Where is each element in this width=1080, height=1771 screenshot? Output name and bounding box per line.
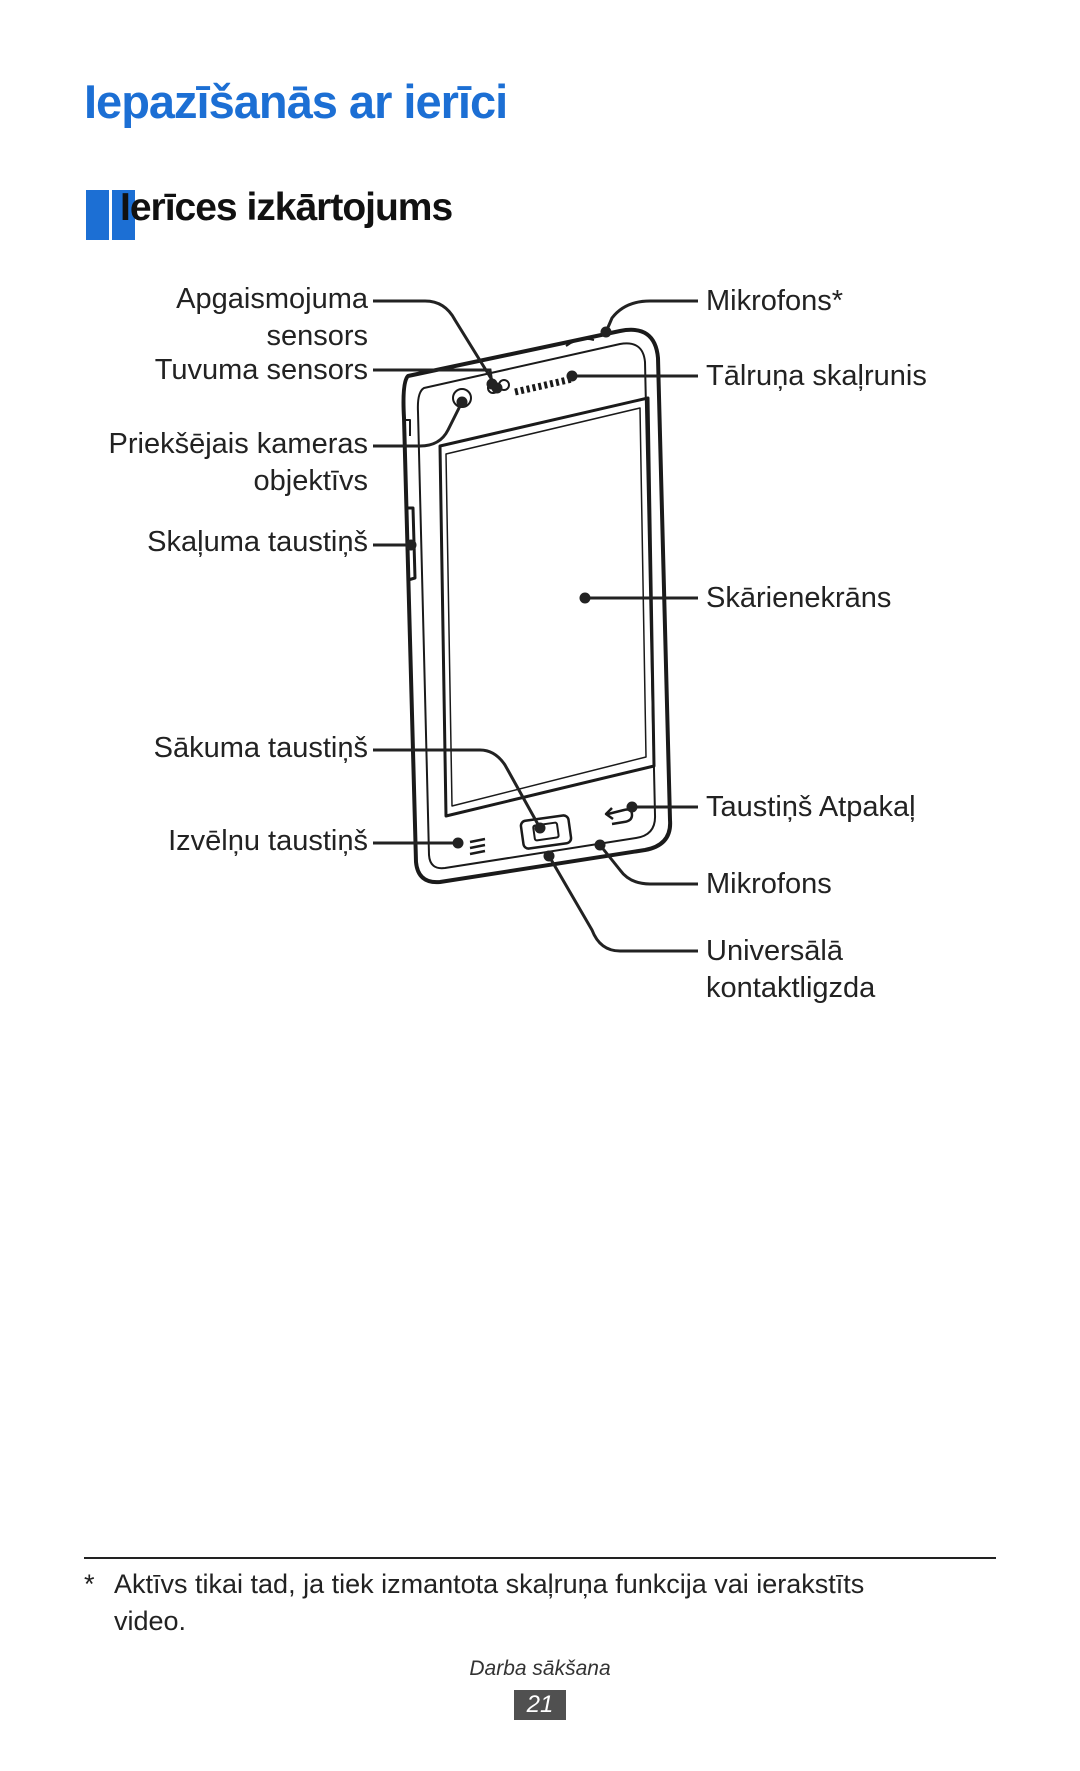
footnote-divider xyxy=(84,1557,996,1559)
label-light-sensor: Apgaismojuma sensors xyxy=(176,283,368,352)
label-microphone-top: Mikrofons* xyxy=(706,285,843,317)
label-earpiece: Tālruņa skaļrunis xyxy=(706,360,927,392)
label-front-camera: Priekšējais kameras objektīvs xyxy=(108,428,368,497)
footnote: * Aktīvs tikai tad, ja tiek izmantota ska… xyxy=(84,1566,984,1640)
label-proximity-sensor: Tuvuma sensors xyxy=(154,354,368,386)
label-touchscreen: Skārienekrāns xyxy=(706,582,892,614)
footer-section-name: Darba sākšana xyxy=(469,1657,611,1680)
footnote-text-line1: Aktīvs tikai tad, ja tiek izmantota skaļ… xyxy=(114,1569,865,1599)
label-microphone: Mikrofons xyxy=(706,868,832,900)
footnote-text-line2: video. xyxy=(114,1606,187,1636)
section-title: Ierīces izkārtojums xyxy=(120,186,453,229)
label-menu-key: Izvēlņu taustiņš xyxy=(168,825,368,857)
section-marker-icon xyxy=(86,190,136,240)
label-volume-key: Skaļuma taustiņš xyxy=(147,526,368,558)
label-home-key: Sākuma taustiņš xyxy=(153,732,368,764)
page-title: Iepazīšanās ar ierīci xyxy=(84,75,508,128)
page-number: 21 xyxy=(514,1690,566,1720)
label-back-key: Taustiņš Atpakaļ xyxy=(706,791,916,823)
label-multipurpose-jack: Universālā kontaktligzda xyxy=(706,935,876,1004)
footnote-mark: * xyxy=(84,1569,95,1599)
